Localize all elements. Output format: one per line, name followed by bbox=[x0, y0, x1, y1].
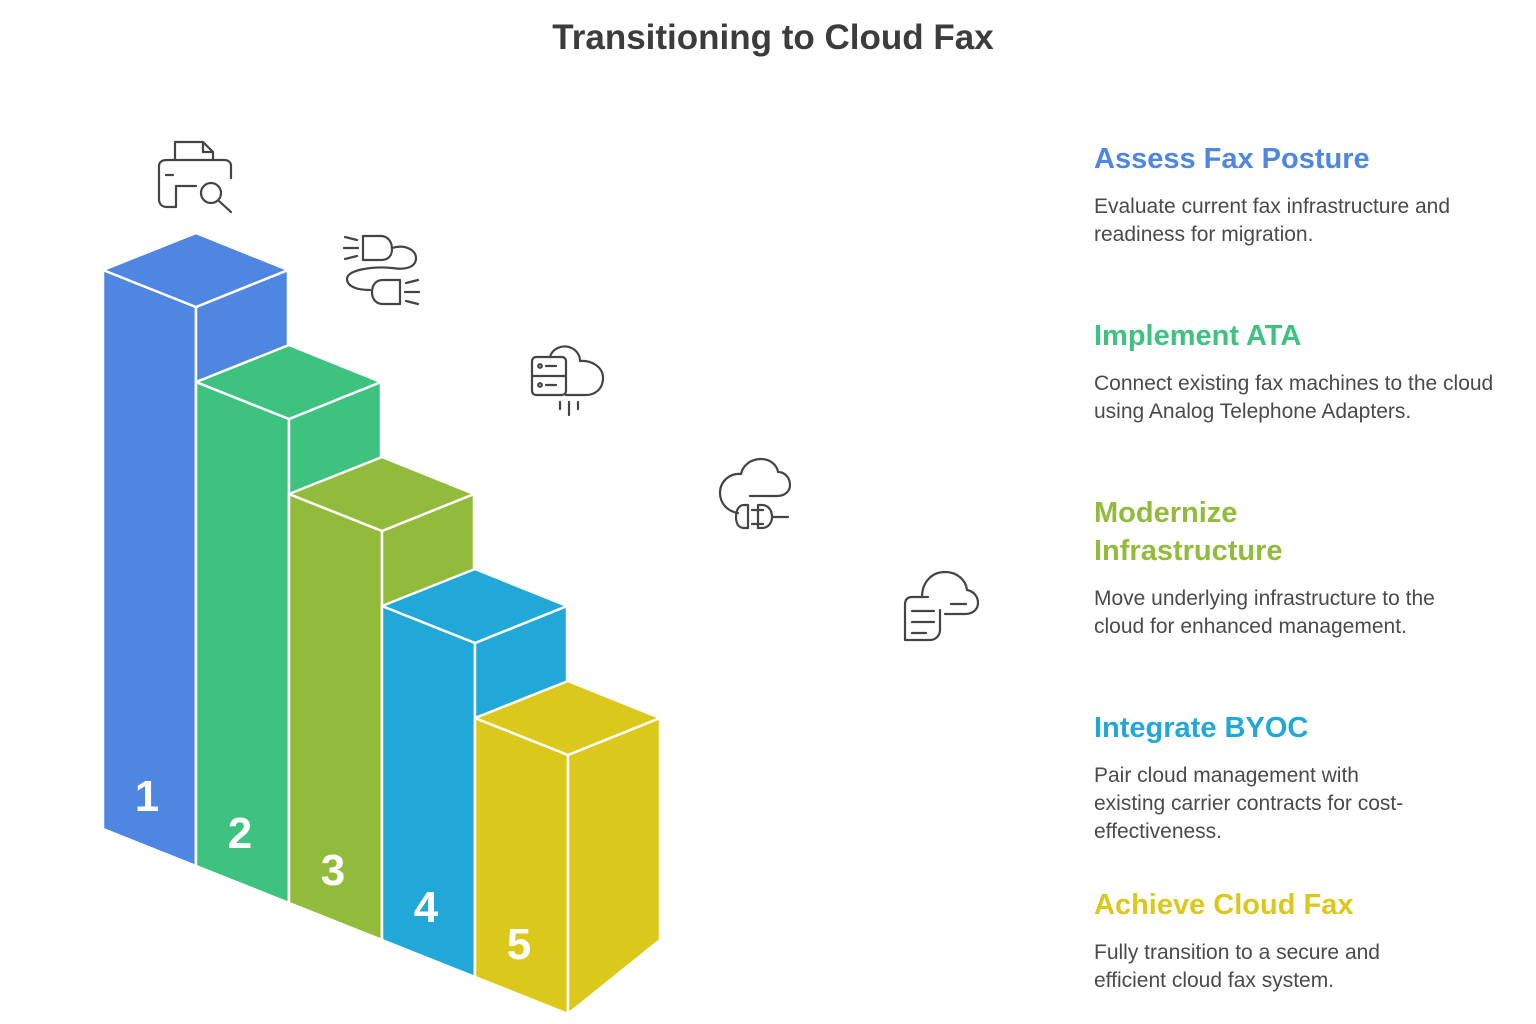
step-description: Connect existing fax machines to the clo… bbox=[1094, 372, 1494, 423]
diagram-title: Transitioning to Cloud Fax bbox=[552, 18, 994, 57]
step-description: Fully transition to a secure and efficie… bbox=[1094, 941, 1380, 992]
step-title: Assess Fax Posture bbox=[1094, 143, 1370, 175]
stair-top-face bbox=[287, 455, 476, 533]
step-item-3: Modernize Infrastructure Move underlying… bbox=[1094, 494, 1435, 641]
step-item-2: Implement ATA Connect existing fax machi… bbox=[1094, 317, 1514, 426]
stair-number: 1 bbox=[135, 772, 159, 821]
stair-top-face bbox=[194, 343, 383, 421]
step-title: Integrate BYOC bbox=[1094, 712, 1309, 744]
step-title: Modernize Infrastructure bbox=[1094, 497, 1283, 567]
step-description: Pair cloud management with existing carr… bbox=[1094, 764, 1404, 843]
plug-connector-icon bbox=[342, 234, 421, 306]
staircase: 1 2 3 4 5 bbox=[101, 140, 980, 1016]
printer-search-icon bbox=[157, 140, 233, 214]
stair-top-face bbox=[101, 231, 290, 309]
step-description: Move underlying infrastructure to the cl… bbox=[1094, 587, 1435, 638]
stair-number: 3 bbox=[321, 846, 345, 895]
step-item-5: Achieve Cloud Fax Fully transition to a … bbox=[1094, 886, 1514, 995]
stair-number: 2 bbox=[228, 809, 252, 858]
stair-front-face bbox=[473, 716, 570, 1016]
cloud-plug-icon bbox=[718, 457, 792, 530]
stair-number: 5 bbox=[507, 920, 531, 969]
step-item-4: Integrate BYOC Pair cloud management wit… bbox=[1094, 709, 1514, 846]
step-title: Achieve Cloud Fax bbox=[1094, 889, 1354, 921]
step-description: Evaluate current fax infrastructure and … bbox=[1094, 195, 1451, 246]
stair-side-face bbox=[566, 716, 662, 1016]
server-cloud-icon bbox=[530, 345, 605, 417]
stair-top-face bbox=[473, 679, 662, 757]
document-cloud-icon bbox=[903, 570, 980, 642]
stair-number: 4 bbox=[414, 883, 439, 932]
stair-block-5: 5 bbox=[473, 679, 662, 1016]
step-title: Implement ATA bbox=[1094, 320, 1302, 352]
step-item-1: Assess Fax Posture Evaluate current fax … bbox=[1094, 140, 1514, 249]
stair-top-face bbox=[380, 567, 569, 645]
